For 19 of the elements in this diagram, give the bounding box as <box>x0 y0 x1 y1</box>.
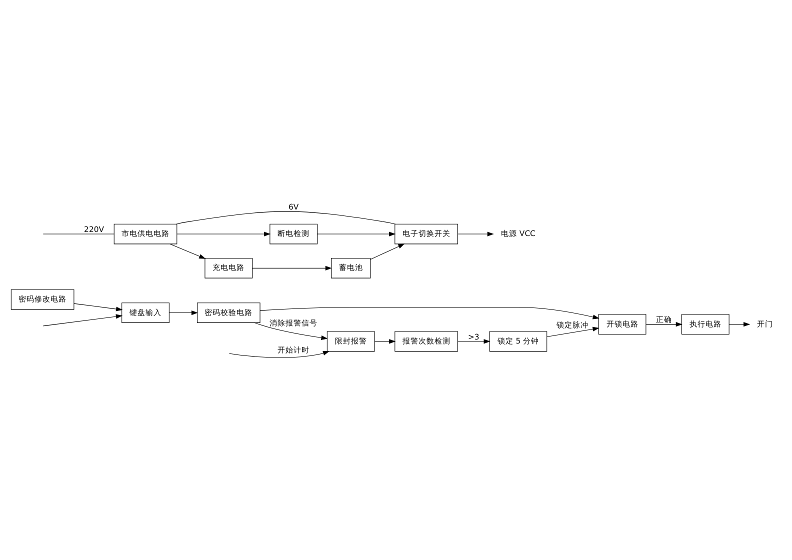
arrow <box>374 338 396 344</box>
arrow <box>317 231 396 236</box>
arrow <box>370 243 405 260</box>
arrow <box>728 322 750 326</box>
arrow <box>646 322 682 326</box>
arrow <box>176 231 271 236</box>
arrow <box>458 231 494 236</box>
arrow <box>169 310 198 315</box>
connector <box>176 210 396 224</box>
arrow <box>42 314 123 326</box>
arrow <box>546 326 600 336</box>
arrow <box>228 350 330 358</box>
connector <box>42 233 114 234</box>
arrow <box>74 302 123 311</box>
arrow <box>252 265 332 270</box>
arrow <box>458 338 490 344</box>
arrow <box>260 306 600 319</box>
arrow <box>254 322 328 340</box>
arrow <box>170 243 206 258</box>
